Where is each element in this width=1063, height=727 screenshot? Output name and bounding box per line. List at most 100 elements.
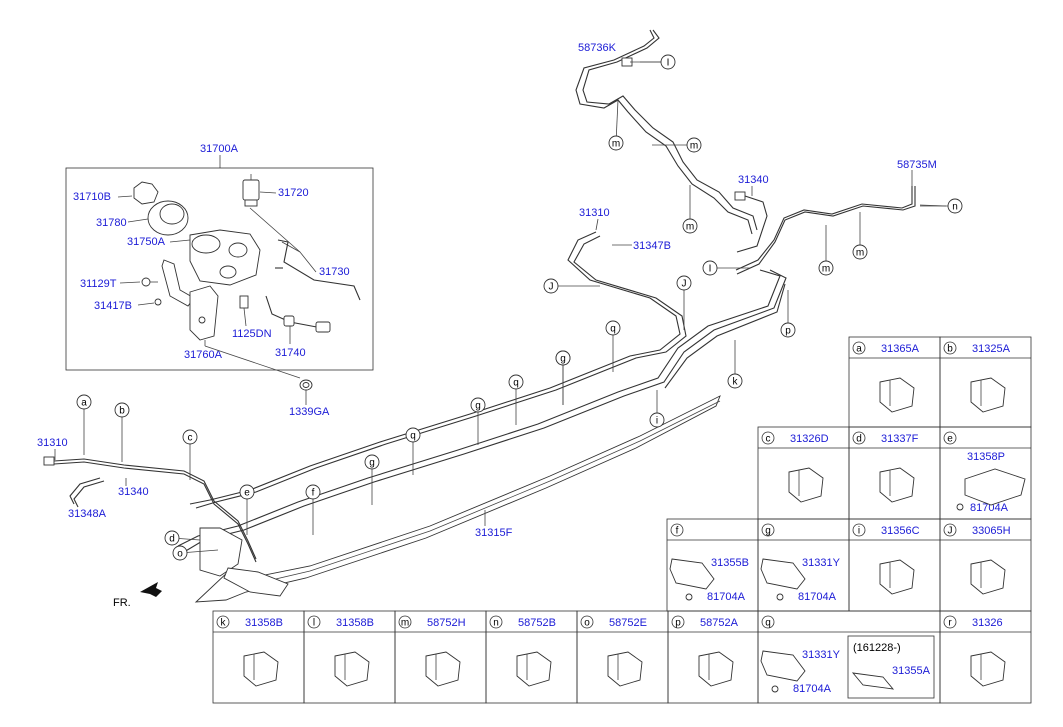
legend-part-number: 31358B: [245, 617, 283, 629]
legend-part-number: 31358B: [336, 617, 374, 629]
label-31340b: 31340: [118, 486, 149, 498]
legend-key-circle: [307, 615, 321, 629]
legend-cell-m: m 58752H: [398, 615, 466, 687]
legend-key: J: [948, 526, 953, 537]
legend-key-circle: [943, 341, 957, 355]
callout-key: c: [188, 433, 193, 444]
label-31760A: 31760A: [184, 349, 223, 361]
callout-circle: [686, 137, 702, 153]
legend-part-number: 31331Y: [802, 557, 841, 569]
callout-key: I: [667, 58, 670, 69]
rear-upper-line: [575, 29, 758, 235]
part-sketch: [698, 651, 734, 687]
label-31720: 31720: [278, 187, 309, 199]
label-31129T: 31129T: [80, 278, 117, 290]
label-31310a: 31310: [579, 207, 610, 219]
part-sketch: [760, 558, 806, 590]
legend-key-circle: [580, 615, 594, 629]
part-sketch: [879, 377, 915, 413]
callout-circle: [702, 260, 718, 276]
grommet-part: [299, 379, 313, 391]
legend-key: r: [948, 618, 952, 629]
front-arrow-icon: [140, 582, 162, 597]
part-sketch: [669, 558, 715, 590]
legend-cell-j: J 33065H: [943, 523, 1011, 595]
callout-circle: [305, 484, 321, 500]
callout-circle: [947, 198, 963, 214]
callout-key: J: [682, 279, 687, 290]
legend-key-circle: [216, 615, 230, 629]
part-sketch: [970, 377, 1006, 413]
line-58735M: [735, 186, 916, 275]
callout-key: g: [560, 354, 566, 365]
bolt-1125DN-part: [239, 295, 249, 309]
callout-key: g: [475, 401, 481, 412]
part-sketch-2: [851, 672, 895, 690]
legend-part-number: 31325A: [972, 343, 1011, 355]
label-58736K: 58736K: [578, 42, 617, 54]
legend-key: f: [676, 526, 679, 537]
callout-key: o: [177, 549, 183, 560]
legend-part-number: 58752A: [700, 617, 739, 629]
part-sketch: [788, 467, 824, 503]
callout-circle: [364, 454, 380, 470]
callout-key: J: [549, 282, 554, 293]
callout-circle: [649, 412, 665, 428]
callout-circle: [239, 484, 255, 500]
legend-part-number: 33065H: [972, 525, 1011, 537]
callout-circle: [780, 322, 796, 338]
screw-sketch: [771, 685, 779, 693]
legend-key: m: [401, 618, 409, 629]
filler-cap-part: [133, 181, 159, 205]
legend-key: d: [856, 434, 862, 445]
legend-part-number-2: 31355A: [892, 665, 931, 677]
callout-key: m: [690, 141, 698, 152]
label-31348A: 31348A: [68, 508, 107, 520]
legend-cell-o: o 58752E: [580, 615, 647, 687]
callout-circle: [172, 545, 188, 561]
legend-part-number: 58752B: [518, 617, 556, 629]
legend-key-circle: [943, 523, 957, 537]
legend-part-number: 58752H: [427, 617, 466, 629]
callout-key: i: [656, 416, 658, 427]
legend-key-circle: [489, 615, 503, 629]
callout-circle: [818, 260, 834, 276]
legend-key: k: [221, 618, 227, 629]
part-sketch: [516, 651, 552, 687]
callout-key: n: [952, 202, 958, 213]
legend-part-number: 31355B: [711, 557, 749, 569]
line-31340-upper: [734, 191, 768, 253]
legend-key: a: [856, 344, 862, 355]
label-31340a: 31340: [738, 174, 769, 186]
label-31710B: 31710B: [73, 191, 111, 203]
legend-part-number: 58752E: [609, 617, 647, 629]
callout-circle: [852, 244, 868, 260]
callout-key: m: [612, 139, 620, 150]
label-31347B: 31347B: [633, 240, 671, 252]
screw-sketch: [956, 503, 964, 511]
label-31310b: 31310: [37, 437, 68, 449]
callout-key: m: [686, 222, 694, 233]
part-sketch: [760, 650, 806, 682]
legend-key: q: [765, 618, 771, 629]
front-line-31310: [43, 456, 257, 563]
callout-circle: [605, 320, 621, 336]
label-31700A: 31700A: [200, 143, 239, 155]
legend-key: o: [584, 618, 590, 629]
part-sketch: [879, 559, 915, 595]
subassembly-31700A-box: [65, 167, 374, 371]
callout-circle: [164, 530, 180, 546]
label-58735M: 58735M: [897, 159, 937, 171]
fr-label: FR.: [113, 597, 131, 609]
label-31780: 31780: [96, 217, 127, 229]
